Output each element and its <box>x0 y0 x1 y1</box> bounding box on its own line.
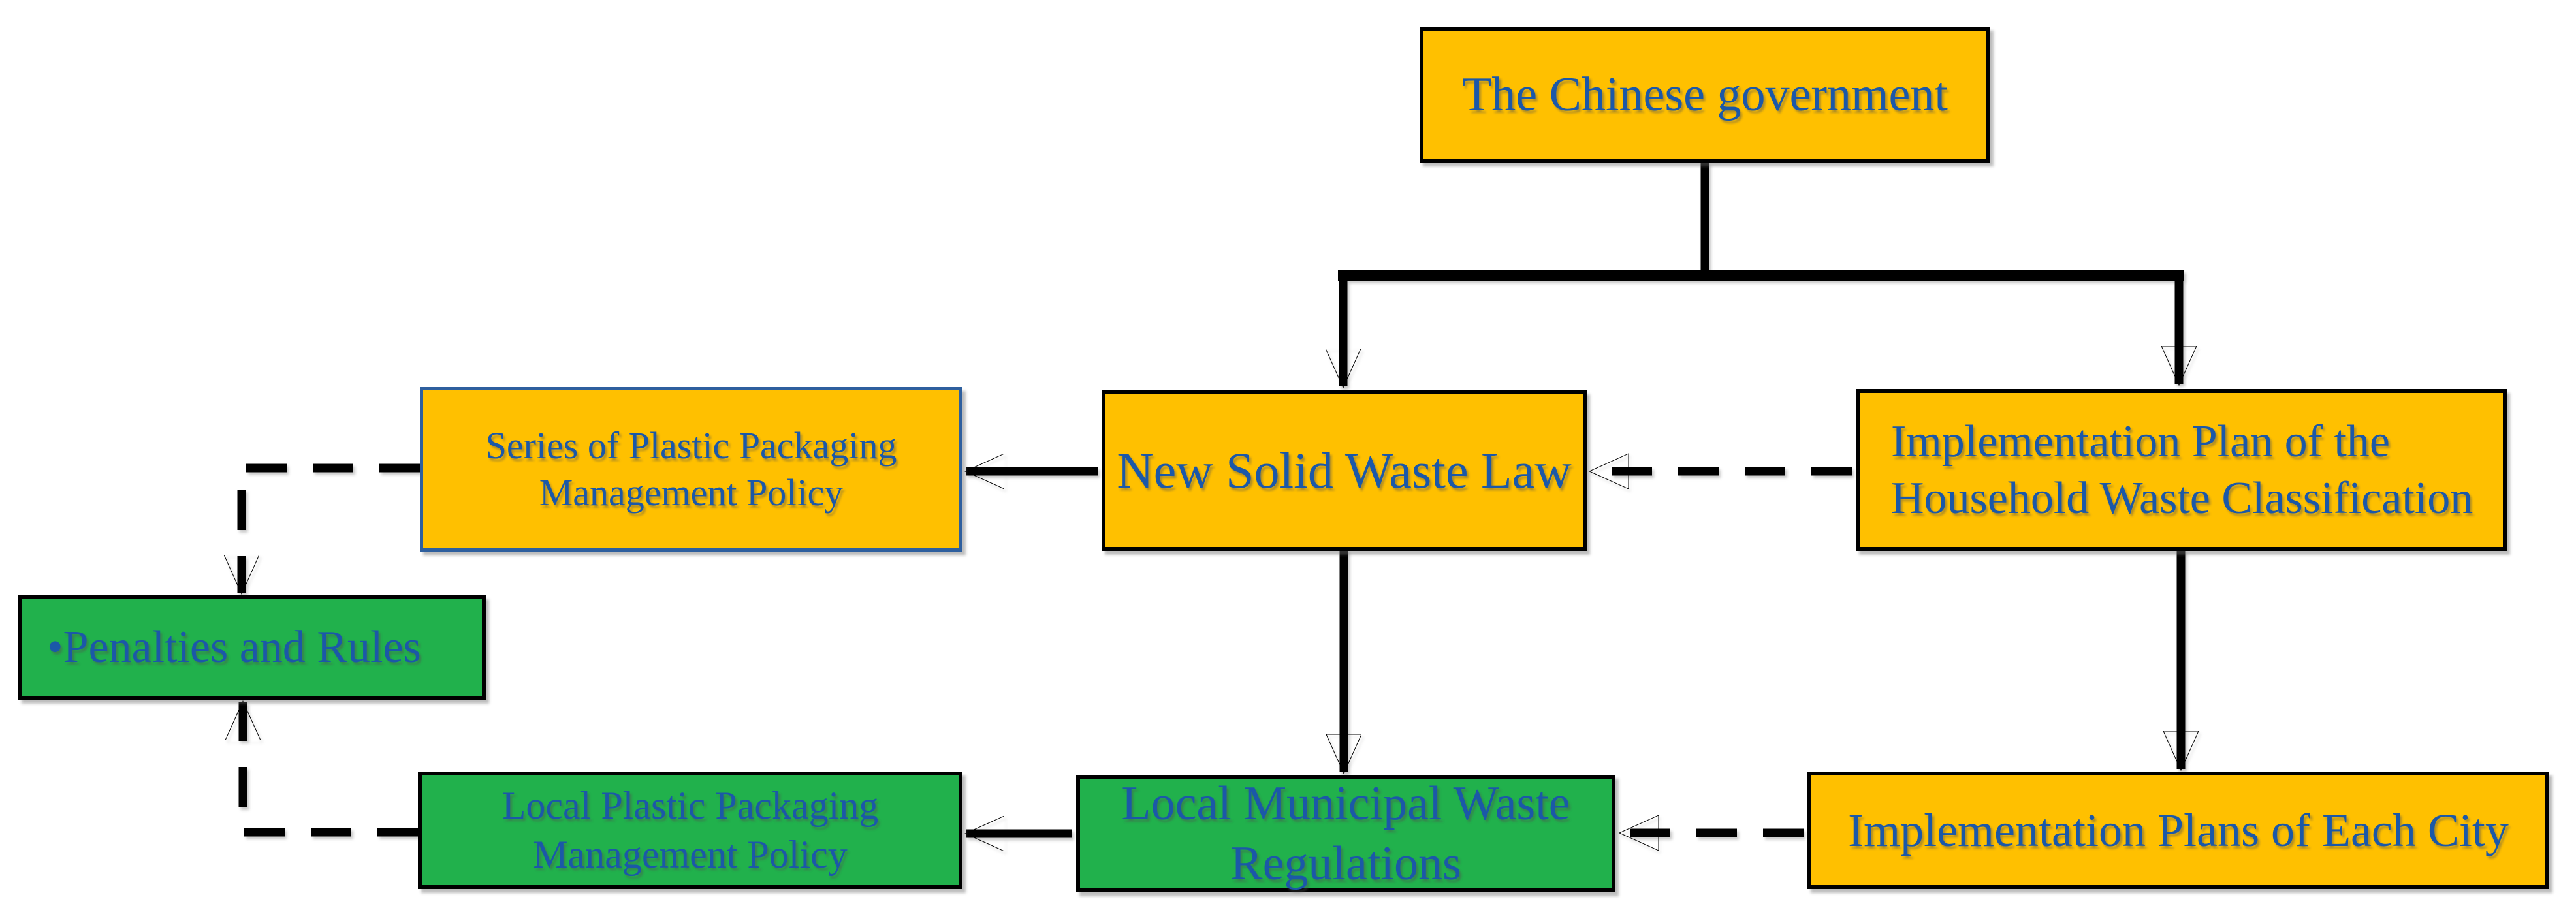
edge-local-plastic-to-penalties <box>243 702 418 837</box>
node-penalties-and-rules-label: •Penalties and Rules <box>47 622 421 673</box>
node-implementation-plan-household-waste-label: Implementation Plan of the Household Was… <box>1891 416 2473 524</box>
node-implementation-plans-each-city-label: Implementation Plans of Each City <box>1848 804 2509 856</box>
node-new-solid-waste-law: New Solid Waste Law <box>1102 390 1587 551</box>
node-implementation-plans-each-city: Implementation Plans of Each City <box>1807 772 2549 889</box>
node-series-plastic-packaging-policy-label: Series of Plastic Packaging Management P… <box>485 424 897 514</box>
node-chinese-government-label: The Chinese government <box>1462 67 1948 121</box>
node-local-municipal-waste-regulations: Local Municipal Waste Regulations <box>1076 775 1615 892</box>
node-local-municipal-waste-regulations-label: Local Municipal Waste Regulations <box>1121 776 1570 891</box>
node-penalties-and-rules: •Penalties and Rules <box>18 595 486 700</box>
node-chinese-government: The Chinese government <box>1420 27 1990 163</box>
node-series-plastic-packaging-policy: Series of Plastic Packaging Management P… <box>420 387 962 552</box>
node-local-plastic-packaging-policy-label: Local Plastic Packaging Management Polic… <box>501 784 879 876</box>
edge-series-to-penalties <box>242 463 420 593</box>
node-local-plastic-packaging-policy: Local Plastic Packaging Management Polic… <box>418 772 962 889</box>
node-new-solid-waste-law-label: New Solid Waste Law <box>1117 442 1572 499</box>
node-implementation-plan-household-waste: Implementation Plan of the Household Was… <box>1856 389 2507 551</box>
